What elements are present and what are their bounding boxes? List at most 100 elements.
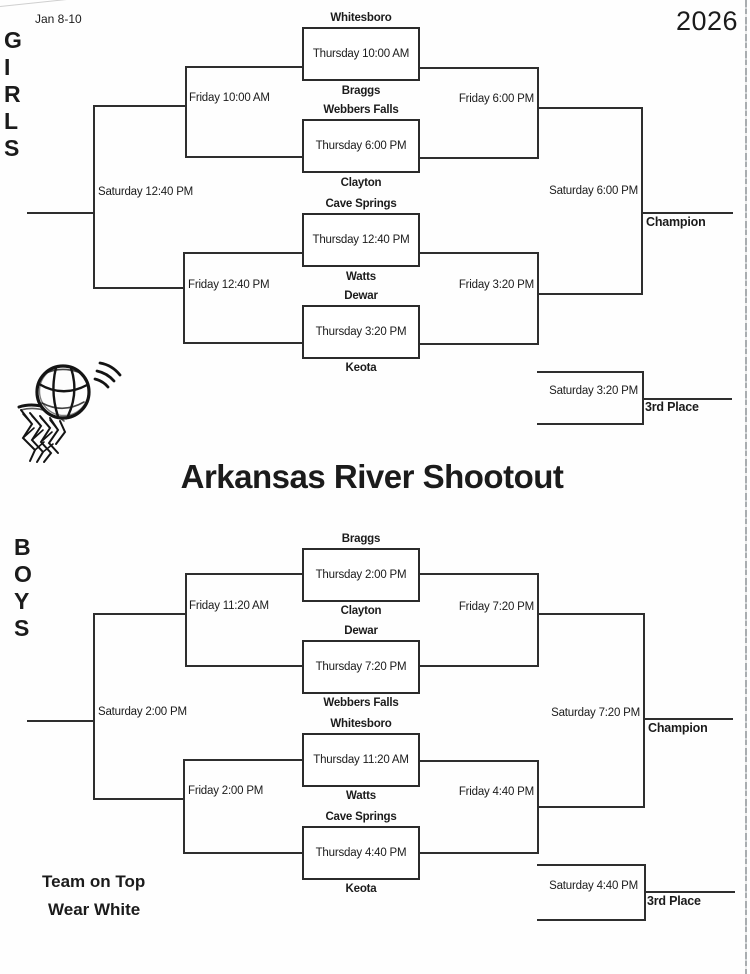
boys-game3-time: Thursday 11:20 AM (313, 754, 409, 766)
girls-game2-box: Thursday 6:00 PM (302, 119, 420, 173)
boys-game4-box: Thursday 4:40 PM (302, 826, 420, 880)
bracket-line-h (183, 759, 302, 761)
boys-game3-box: Thursday 11:20 AM (302, 733, 420, 787)
bracket-line-h (93, 613, 185, 615)
girls-game1-time: Thursday 10:00 AM (312, 48, 410, 60)
boys-game3-team-top: Whitesboro (330, 718, 392, 730)
bracket-line-h (537, 806, 643, 808)
bracket-line-h (420, 760, 537, 762)
champion-line (641, 212, 733, 214)
boys-letter: B (14, 534, 31, 560)
girls-letter: I (4, 54, 11, 80)
bracket-line-v (537, 252, 539, 345)
girls-game3-team-top: Cave Springs (325, 198, 397, 210)
boys-game1-box: Thursday 2:00 PM (302, 548, 420, 602)
boys-game3-team-bottom: Watts (346, 790, 376, 802)
note-team-on-top: Team on Top (42, 872, 146, 891)
bracket-line-h (537, 919, 644, 921)
bracket-line-h (537, 293, 641, 295)
bracket-line-h (185, 665, 302, 667)
girls-semifinal-right-top-label: Friday 6:00 PM (458, 93, 534, 105)
year-label: 2026 (676, 6, 739, 36)
bracket-line-v (537, 67, 539, 159)
boys-game1-team-top: Braggs (341, 533, 381, 545)
boys-final-left-label: Saturday 2:00 PM (98, 706, 187, 718)
boys-champion-label: Champion (648, 721, 708, 735)
boys-game4-team-bottom: Keota (345, 883, 377, 895)
girls-semifinal-right-bottom-label: Friday 3:20 PM (458, 279, 534, 291)
date-range-label: Jan 8-10 (35, 12, 82, 26)
bracket-line-h (27, 212, 93, 214)
bracket-line-h (420, 573, 537, 575)
bracket-line-h (185, 573, 302, 575)
boys-semifinal-right-bottom-label: Friday 4:40 PM (458, 786, 534, 798)
third-place-line (644, 891, 735, 893)
bracket-line-h (420, 665, 537, 667)
boys-semifinal-left-top-label: Friday 11:20 AM (189, 600, 269, 612)
bracket-line-h (93, 105, 185, 107)
girls-letter: S (4, 135, 20, 161)
boys-semifinal-left-bottom-label: Friday 2:00 PM (188, 785, 264, 797)
girls-game1-team-top: Whitesboro (330, 12, 392, 24)
girls-game4-time: Thursday 3:20 PM (315, 326, 407, 338)
bracket-line-h (185, 66, 302, 68)
scan-corner-artifact (0, 0, 90, 7)
boys-game4-team-top: Cave Springs (325, 811, 397, 823)
girls-semifinal-left-top-label: Friday 10:00 AM (189, 92, 270, 104)
bracket-line-h (537, 613, 643, 615)
basketball-hoop-icon (17, 361, 122, 463)
boys-letter: O (14, 561, 32, 587)
girls-game4-team-top: Dewar (344, 290, 378, 302)
girls-final-left-label: Saturday 12:40 PM (98, 186, 194, 198)
girls-letter: G (4, 27, 22, 53)
bracket-line-h (537, 423, 642, 425)
bracket-line-v (183, 759, 185, 854)
girls-game3-team-bottom: Watts (346, 271, 376, 283)
girls-third-place-time: Saturday 3:20 PM (549, 385, 638, 397)
girls-game2-team-bottom: Clayton (340, 177, 382, 189)
boys-letter: Y (14, 588, 30, 614)
bracket-line-h (420, 852, 537, 854)
girls-game3-box: Thursday 12:40 PM (302, 213, 420, 267)
boys-game1-team-bottom: Clayton (340, 605, 382, 617)
girls-game2-team-top: Webbers Falls (323, 104, 399, 116)
bracket-line-h (420, 343, 537, 345)
bracket-line-v (93, 105, 95, 289)
bracket-line-h (537, 371, 642, 373)
bracket-line-v (641, 107, 643, 295)
bracket-line-h (537, 107, 641, 109)
boys-game2-box: Thursday 7:20 PM (302, 640, 420, 694)
bracket-line-v (183, 252, 185, 344)
girls-final-right-label: Saturday 6:00 PM (549, 185, 638, 197)
boys-game2-team-top: Dewar (344, 625, 378, 637)
girls-section-label: G I R L S (4, 27, 26, 162)
girls-game4-box: Thursday 3:20 PM (302, 305, 420, 359)
boys-game2-time: Thursday 7:20 PM (315, 661, 407, 673)
boys-game4-time: Thursday 4:40 PM (315, 847, 407, 859)
boys-final-right-label: Saturday 7:20 PM (551, 707, 640, 719)
boys-third-place-label: 3rd Place (647, 894, 701, 908)
boys-game1-time: Thursday 2:00 PM (315, 569, 407, 581)
girls-semifinal-left-bottom-label: Friday 12:40 PM (188, 279, 270, 291)
girls-champion-label: Champion (646, 215, 706, 229)
bracket-line-h (183, 252, 302, 254)
girls-game4-team-bottom: Keota (345, 362, 377, 374)
scan-edge-artifact (745, 0, 747, 974)
girls-game3-time: Thursday 12:40 PM (312, 234, 410, 246)
boys-semifinal-right-top-label: Friday 7:20 PM (458, 601, 534, 613)
bracket-line-h (183, 342, 302, 344)
bracket-line-h (420, 67, 537, 69)
bracket-line-v (185, 573, 187, 667)
third-place-line (642, 398, 732, 400)
bracket-line-v (185, 66, 187, 158)
girls-letter: R (4, 81, 21, 107)
girls-third-place-label: 3rd Place (645, 400, 699, 414)
note-wear-white: Wear White (48, 900, 141, 919)
bracket-line-h (27, 720, 93, 722)
boys-game2-team-bottom: Webbers Falls (323, 697, 399, 709)
bracket-line-h (183, 852, 302, 854)
bracket-line-h (537, 864, 644, 866)
girls-letter: L (4, 108, 19, 134)
bracket-line-h (420, 252, 537, 254)
